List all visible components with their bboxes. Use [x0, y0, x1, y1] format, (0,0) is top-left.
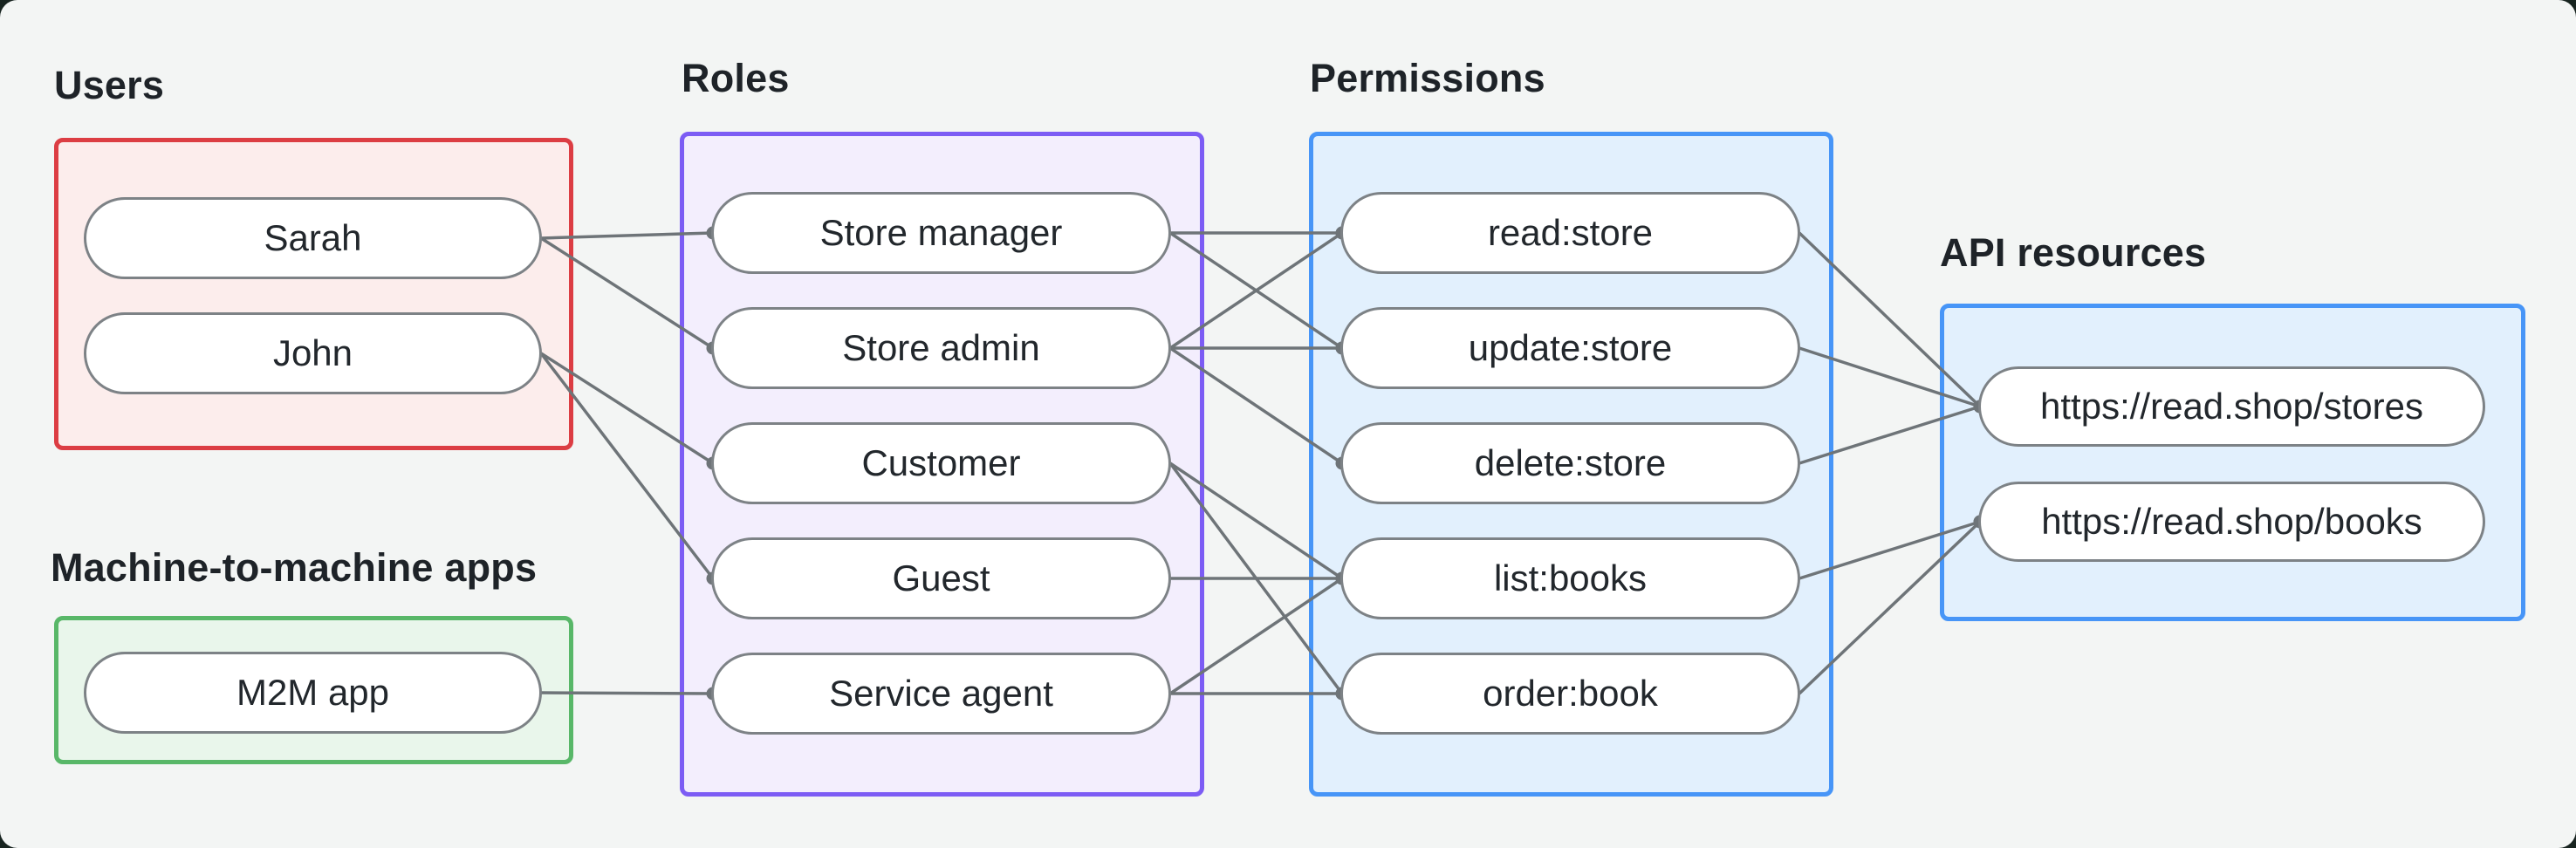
node-role-store-manager: Store manager: [711, 192, 1171, 274]
node-m2m-app: M2M app: [84, 652, 542, 734]
node-role-guest: Guest: [711, 537, 1171, 619]
node-api-resource-stores: https://read.shop/stores: [1978, 366, 2485, 447]
node-api-resource-books: https://read.shop/books: [1978, 482, 2485, 562]
node-role-customer: Customer: [711, 422, 1171, 504]
node-user-sarah: Sarah: [84, 197, 542, 279]
node-permission-delete-store: delete:store: [1340, 422, 1800, 504]
roles-heading: Roles: [682, 56, 790, 100]
permissions-heading: Permissions: [1310, 56, 1545, 100]
node-permission-update-store: update:store: [1340, 307, 1800, 389]
node-role-store-admin: Store admin: [711, 307, 1171, 389]
node-user-john: John: [84, 312, 542, 394]
node-permission-read-store: read:store: [1340, 192, 1800, 274]
node-role-service-agent: Service agent: [711, 653, 1171, 735]
users-group-box: [54, 138, 573, 450]
node-permission-order-book: order:book: [1340, 653, 1800, 735]
api-resources-heading: API resources: [1940, 230, 2207, 275]
users-heading: Users: [54, 63, 165, 107]
machine-to-machine-apps-heading: Machine-to-machine apps: [51, 545, 538, 590]
node-permission-list-books: list:books: [1340, 537, 1800, 619]
api-resources-group-box: [1940, 304, 2525, 621]
